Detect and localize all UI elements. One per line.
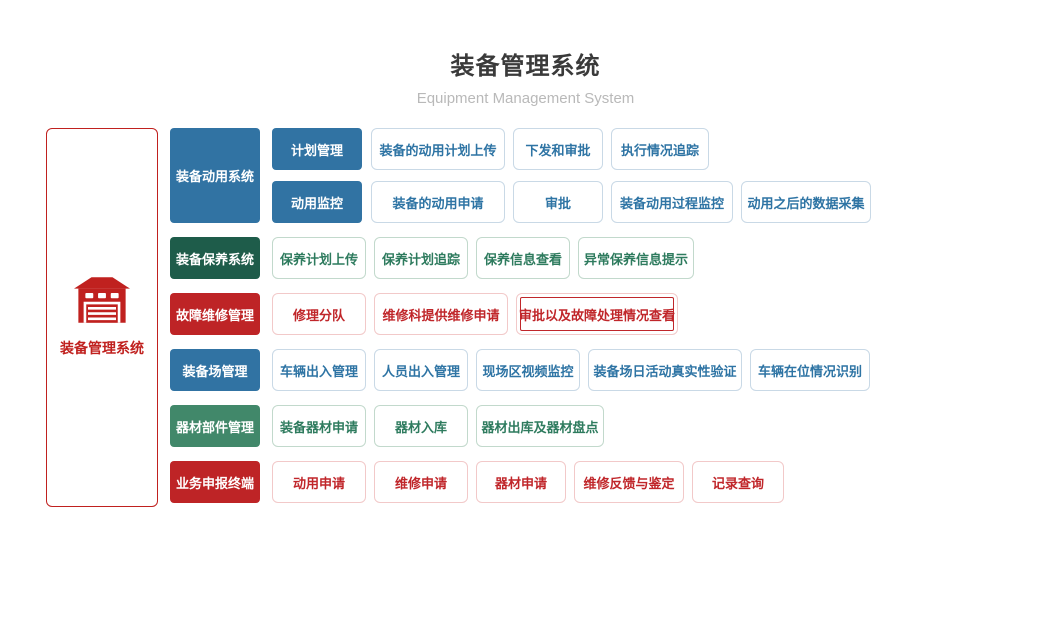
page-header: 装备管理系统 Equipment Management System	[0, 0, 1051, 107]
subgroup-header-mobilization-monitoring: 动用监控	[272, 181, 362, 223]
group-equipment-mobilization-system: 装备动用系统 计划管理 装备的动用计划上传 下发和审批 执行情况追踪 动用监控	[170, 128, 871, 223]
group-material-parts-management: 器材部件管理 装备器材申请 器材入库 器材出库及器材盘点	[170, 405, 871, 447]
feature-box: 装备器材申请	[272, 405, 366, 447]
feature-box: 动用之后的数据采集	[741, 181, 871, 223]
feature-box: 装备场日活动真实性验证	[588, 349, 742, 391]
feature-box: 维修反馈与鉴定	[574, 461, 684, 503]
root-label: 装备管理系统	[60, 340, 144, 356]
group-business-declaration-terminal: 业务申报终端 动用申请 维修申请 器材申请 维修反馈与鉴定 记录查询	[170, 461, 871, 503]
feature-row: 修理分队 维修科提供维修申请 审批以及故障处理情况查看	[272, 293, 678, 335]
feature-box: 车辆出入管理	[272, 349, 366, 391]
group-header-business-declaration-terminal: 业务申报终端	[170, 461, 260, 503]
group-equipment-upkeep-system: 装备保养系统 保养计划上传 保养计划追踪 保养信息查看 异常保养信息提示	[170, 237, 871, 279]
group-header-material-parts-management: 器材部件管理	[170, 405, 260, 447]
feature-row: 装备器材申请 器材入库 器材出库及器材盘点	[272, 405, 604, 447]
feature-box: 装备的动用计划上传	[371, 128, 505, 170]
feature-row: 保养计划上传 保养计划追踪 保养信息查看 异常保养信息提示	[272, 237, 694, 279]
root-panel: 装备管理系统	[46, 128, 158, 507]
feature-box: 保养信息查看	[476, 237, 570, 279]
feature-box: 维修科提供维修申请	[374, 293, 508, 335]
group-fault-repair-management: 故障维修管理 修理分队 维修科提供维修申请 审批以及故障处理情况查看	[170, 293, 871, 335]
subgroup-plan-management: 计划管理 装备的动用计划上传 下发和审批 执行情况追踪	[272, 128, 871, 170]
feature-box: 器材入库	[374, 405, 468, 447]
feature-row: 车辆出入管理 人员出入管理 现场区视频监控 装备场日活动真实性验证 车辆在位情况…	[272, 349, 870, 391]
feature-box: 执行情况追踪	[611, 128, 709, 170]
subgroup-mobilization-monitoring: 动用监控 装备的动用申请 审批 装备动用过程监控 动用之后的数据采集	[272, 181, 871, 223]
feature-box: 保养计划上传	[272, 237, 366, 279]
diagram: 装备管理系统 装备动用系统 计划管理 装备的动用计划上传 下发和审批 执行情况追…	[46, 128, 871, 507]
feature-box: 审批	[513, 181, 603, 223]
feature-box: 维修申请	[374, 461, 468, 503]
feature-row: 动用申请 维修申请 器材申请 维修反馈与鉴定 记录查询	[272, 461, 784, 503]
group-header-equipment-mobilization-system: 装备动用系统	[170, 128, 260, 223]
feature-box: 装备动用过程监控	[611, 181, 733, 223]
feature-box: 异常保养信息提示	[578, 237, 694, 279]
feature-box: 审批以及故障处理情况查看	[516, 293, 678, 335]
page-title: 装备管理系统	[450, 53, 601, 80]
subgroup-header-plan-management: 计划管理	[272, 128, 362, 170]
feature-row: 装备的动用计划上传 下发和审批 执行情况追踪	[371, 128, 709, 170]
feature-box: 记录查询	[692, 461, 784, 503]
feature-box: 器材出库及器材盘点	[476, 405, 604, 447]
subgroup-column: 计划管理 装备的动用计划上传 下发和审批 执行情况追踪 动用监控 装备的动用申请…	[272, 128, 871, 223]
feature-box: 装备的动用申请	[371, 181, 505, 223]
feature-box: 保养计划追踪	[374, 237, 468, 279]
group-header-equipment-yard-management: 装备场管理	[170, 349, 260, 391]
feature-box: 现场区视频监控	[476, 349, 580, 391]
feature-row: 装备的动用申请 审批 装备动用过程监控 动用之后的数据采集	[371, 181, 871, 223]
garage-icon	[74, 277, 130, 328]
group-header-fault-repair-management: 故障维修管理	[170, 293, 260, 335]
feature-box: 下发和审批	[513, 128, 603, 170]
feature-box: 动用申请	[272, 461, 366, 503]
feature-box: 车辆在位情况识别	[750, 349, 870, 391]
feature-box: 人员出入管理	[374, 349, 468, 391]
feature-box: 修理分队	[272, 293, 366, 335]
group-header-equipment-upkeep-system: 装备保养系统	[170, 237, 260, 279]
page-subtitle: Equipment Management System	[416, 90, 635, 107]
group-list: 装备动用系统 计划管理 装备的动用计划上传 下发和审批 执行情况追踪 动用监控	[170, 128, 871, 503]
feature-box: 器材申请	[476, 461, 566, 503]
group-equipment-yard-management: 装备场管理 车辆出入管理 人员出入管理 现场区视频监控 装备场日活动真实性验证 …	[170, 349, 871, 391]
